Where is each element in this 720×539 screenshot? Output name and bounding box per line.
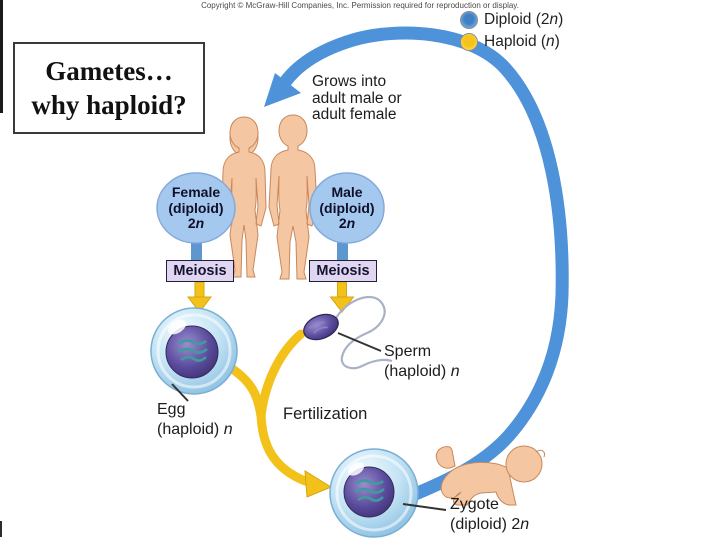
egg-label: Egg (haploid) n bbox=[157, 400, 233, 440]
male-node-line-1: Male bbox=[331, 184, 363, 200]
egg-highlight bbox=[167, 319, 187, 335]
meiosis-box-right: Meiosis bbox=[309, 260, 377, 282]
grows-line-3: adult female bbox=[312, 106, 397, 123]
female-node-ploidy: 2n bbox=[187, 215, 205, 231]
female-node-label: Female (diploid) 2n bbox=[151, 184, 241, 232]
left-edge-artifact bbox=[0, 0, 3, 113]
baby-figure bbox=[435, 445, 545, 506]
egg-pointer-line bbox=[171, 383, 189, 402]
male-node-ploidy: 2n bbox=[338, 215, 356, 231]
egg-label-line-1: Egg bbox=[157, 401, 186, 418]
zygote-chromatin bbox=[354, 479, 385, 502]
sperm-pointer-line bbox=[337, 332, 382, 352]
meiosis-box-left: Meiosis bbox=[166, 260, 234, 282]
female-node-line-2: (diploid) bbox=[168, 199, 224, 216]
left-edge-artifact-bottom bbox=[0, 521, 2, 537]
male-meiosis-stem bbox=[337, 240, 348, 262]
egg-cell bbox=[150, 307, 238, 395]
male-node-bubble bbox=[309, 172, 385, 244]
haploid-color-dot-icon bbox=[460, 33, 478, 51]
adult-male-figure bbox=[268, 114, 318, 280]
legend-haploid-label: Haploid (n) bbox=[484, 33, 560, 50]
fertilization-arrowhead bbox=[304, 470, 333, 498]
adult-female-figure bbox=[221, 116, 267, 278]
sperm-label: Sperm (haploid) n bbox=[384, 342, 460, 382]
female-meiosis-stem bbox=[191, 240, 202, 262]
legend-row-diploid: Diploid (2n) bbox=[460, 9, 563, 31]
egg-label-line-2: (haploid) n bbox=[157, 421, 233, 438]
question-line-2: why haploid? bbox=[31, 90, 187, 120]
legend-diploid-label: Diploid (2n) bbox=[484, 11, 564, 28]
female-node-bubble bbox=[156, 172, 236, 244]
pointer-lines bbox=[171, 332, 447, 511]
male-node-label: Male (diploid) 2n bbox=[302, 184, 392, 232]
fertilization-arrow bbox=[226, 329, 310, 486]
meiosis-arrow-right bbox=[329, 281, 355, 313]
male-node-line-2: (diploid) bbox=[319, 199, 375, 216]
zygote-label-line-2: (diploid) 2n bbox=[450, 516, 530, 533]
grows-line-1: Grows into bbox=[312, 73, 387, 90]
ploidy-legend: Diploid (2n) Haploid (n) bbox=[460, 9, 563, 53]
sperm-label-line-1: Sperm bbox=[384, 343, 432, 360]
sperm-tail bbox=[335, 296, 393, 370]
zygote-cell bbox=[329, 448, 419, 538]
diploid-color-dot-icon bbox=[460, 11, 478, 29]
copyright-text: Copyright © McGraw-Hill Companies, Inc. … bbox=[201, 1, 519, 10]
zygote-highlight bbox=[347, 462, 365, 476]
female-node-line-1: Female bbox=[171, 184, 221, 200]
grows-into-label: Grows into adult male or adult female bbox=[312, 73, 402, 124]
life-cycle-arrowhead bbox=[264, 73, 301, 107]
zygote-label: Zygote (diploid) 2n bbox=[450, 495, 529, 535]
egg-chromatin bbox=[177, 339, 208, 362]
question-line-1: Gametes… bbox=[45, 56, 173, 86]
life-cycle-arrow bbox=[264, 26, 569, 504]
zygote-pointer-line bbox=[402, 503, 447, 511]
fertilization-label: Fertilization bbox=[283, 405, 368, 423]
question-callout-box: Gametes… why haploid? bbox=[13, 42, 205, 134]
meiosis-arrow-left bbox=[186, 281, 213, 313]
legend-row-haploid: Haploid (n) bbox=[460, 31, 563, 53]
zygote-label-line-1: Zygote bbox=[450, 496, 499, 513]
grows-line-2: adult male or bbox=[312, 89, 402, 107]
sperm-cell bbox=[303, 296, 393, 370]
sperm-label-line-2: (haploid) n bbox=[384, 363, 460, 380]
